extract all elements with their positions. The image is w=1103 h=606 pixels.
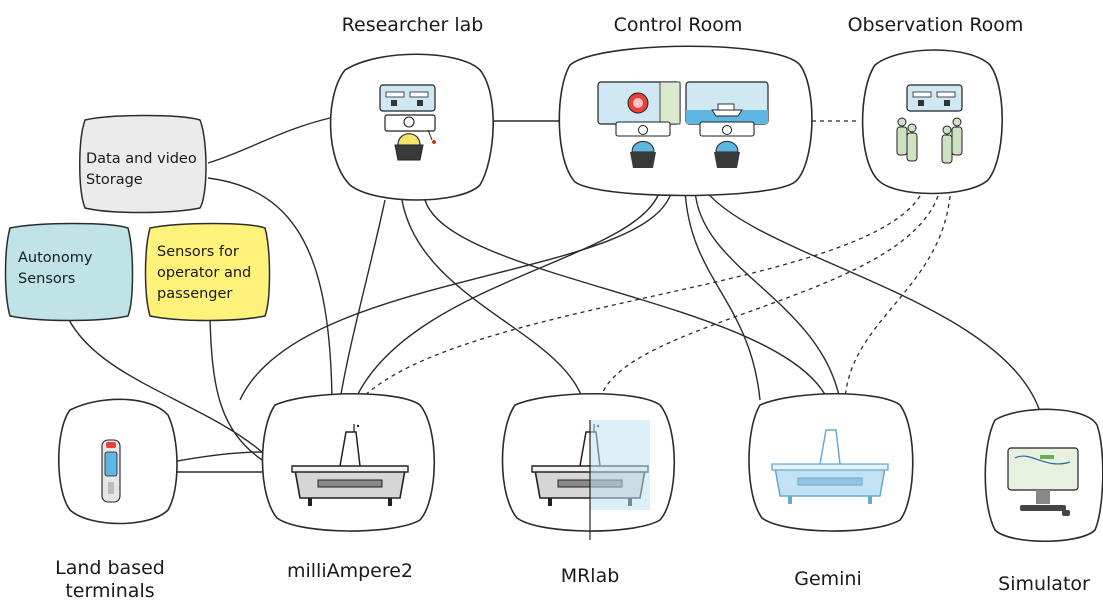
- simulator-illustration: [1007, 447, 1079, 516]
- link-land-milliampere-a: [171, 451, 263, 463]
- storage-label: Data and video Storage: [86, 149, 197, 191]
- gemini-label: Gemini: [794, 568, 862, 590]
- milliampere2-node: [261, 393, 436, 532]
- storage-label-line2: Storage: [86, 172, 143, 188]
- land-terminals-label-line1: Land based: [55, 557, 165, 579]
- link-researcher-gemini: [424, 199, 829, 401]
- land-terminals-label-line2: terminals: [65, 580, 155, 602]
- simulator-label: Simulator: [998, 573, 1090, 595]
- autonomy-label: Autonomy Sensors: [18, 248, 92, 290]
- link-control-milliampere-b: [239, 189, 673, 401]
- researcher-lab-illustration: [379, 84, 436, 161]
- autonomy-box: [4, 222, 134, 322]
- land-terminals-label: Land based terminals: [40, 557, 180, 603]
- link-observation-gemini: [844, 195, 951, 401]
- control-room-illustration: [597, 81, 769, 168]
- gemini-node: [748, 393, 914, 532]
- observation-room-node: [861, 49, 1003, 195]
- observation-room-illustration: [896, 84, 963, 164]
- link-storage-milliampere: [207, 177, 333, 401]
- link-storage-researcher: [207, 117, 331, 164]
- mrlab-boat: [531, 420, 650, 540]
- link-researcher-mrlab: [401, 199, 584, 401]
- link-observation-mrlab: [599, 195, 939, 401]
- link-control-mrlab: [684, 189, 761, 401]
- sensors-operator-box: [144, 222, 271, 322]
- sensors-operator-label-line1: Sensors for: [157, 244, 239, 260]
- autonomy-label-line2: Sensors: [18, 271, 76, 287]
- gemini-boat: [771, 429, 889, 504]
- sensors-operator-label-line3: passenger: [157, 286, 233, 302]
- storage-box: [79, 114, 207, 214]
- control-room-label: Control Room: [613, 14, 743, 36]
- terminal-illustration: [101, 439, 121, 503]
- link-control-simulator: [704, 189, 1043, 419]
- connections: [67, 117, 1043, 473]
- sensors-operator-label: Sensors for operator and passenger: [157, 242, 251, 305]
- autonomy-label-line1: Autonomy: [18, 250, 93, 266]
- researcher-lab-label: Researcher lab: [341, 14, 484, 36]
- link-control-gemini: [694, 189, 841, 401]
- link-control-milliampere-a: [354, 189, 661, 401]
- milliampere2-label: milliAmpere2: [286, 560, 414, 582]
- link-researcher-milliampere: [339, 199, 386, 401]
- link-observation-milliampere: [359, 195, 921, 401]
- storage-label-line1: Data and video: [86, 151, 197, 167]
- mrlab-label: MRlab: [560, 565, 620, 587]
- dashed-connections: [359, 120, 951, 401]
- observation-room-label: Observation Room: [847, 14, 1024, 36]
- link-autonomy-milliampere: [67, 317, 263, 453]
- sensors-operator-label-line2: operator and: [157, 265, 252, 281]
- link-sensors-milliampere: [209, 317, 263, 461]
